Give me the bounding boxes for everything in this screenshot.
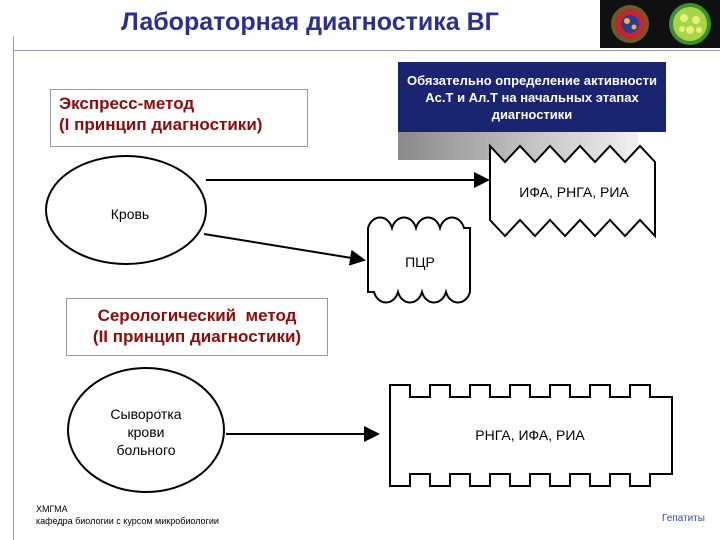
rnga-castellated-box [389, 384, 673, 487]
virus-image-red [611, 5, 649, 43]
page-title: Лабораторная диагностика ВГ [121, 8, 499, 36]
ifa-box-label: ИФА, РНГА, РИА [519, 184, 629, 200]
footer-department: кафедра биологии с курсом микробиологии [36, 516, 219, 526]
blood-label: Кровь [110, 206, 150, 222]
serological-method-line2: (II принцип диагностики) [92, 327, 302, 346]
rnga-box-label: РНГА, ИФА, РИА [475, 427, 585, 443]
pcr-box-label: ПЦР [405, 254, 435, 270]
serum-label: Сыворотка крови больного [96, 405, 196, 459]
mandatory-note-text: Обязательно определение активности Ac.T … [406, 72, 658, 122]
footer-left: ХМГМА кафедра биологии с курсом микробио… [36, 503, 219, 527]
footer-org: ХМГМА [36, 504, 68, 514]
frame-horizontal-line [13, 50, 720, 51]
serological-method-line1: Серологический метод [97, 306, 297, 325]
blood-ellipse [45, 155, 207, 265]
frame-vertical-line [13, 36, 14, 540]
arrow-to-pcr [203, 233, 366, 266]
mandatory-note-box: Обязательно определение активности Ac.T … [398, 62, 666, 132]
pcr-wavy-box [367, 216, 471, 304]
serological-method-box: Серологический метод (II принцип диагнос… [66, 298, 328, 356]
serum-label-line3: больного [116, 442, 176, 458]
express-method-line2: (I принцип диагностики) [59, 115, 263, 134]
virus-icon [611, 3, 711, 45]
serum-label-line1: Сыворотка [110, 406, 182, 422]
virus-images [600, 0, 720, 48]
express-method-box: Экспресс-метод (I принцип диагностики) [50, 89, 308, 147]
virus-image-green [669, 3, 711, 45]
footer-topic: Гепатиты [662, 513, 705, 524]
express-method-line1: Экспресс-метод [59, 94, 195, 113]
serum-label-line2: крови [127, 424, 165, 440]
serum-ellipse [67, 367, 225, 493]
ifa-zigzag-box [489, 143, 656, 239]
